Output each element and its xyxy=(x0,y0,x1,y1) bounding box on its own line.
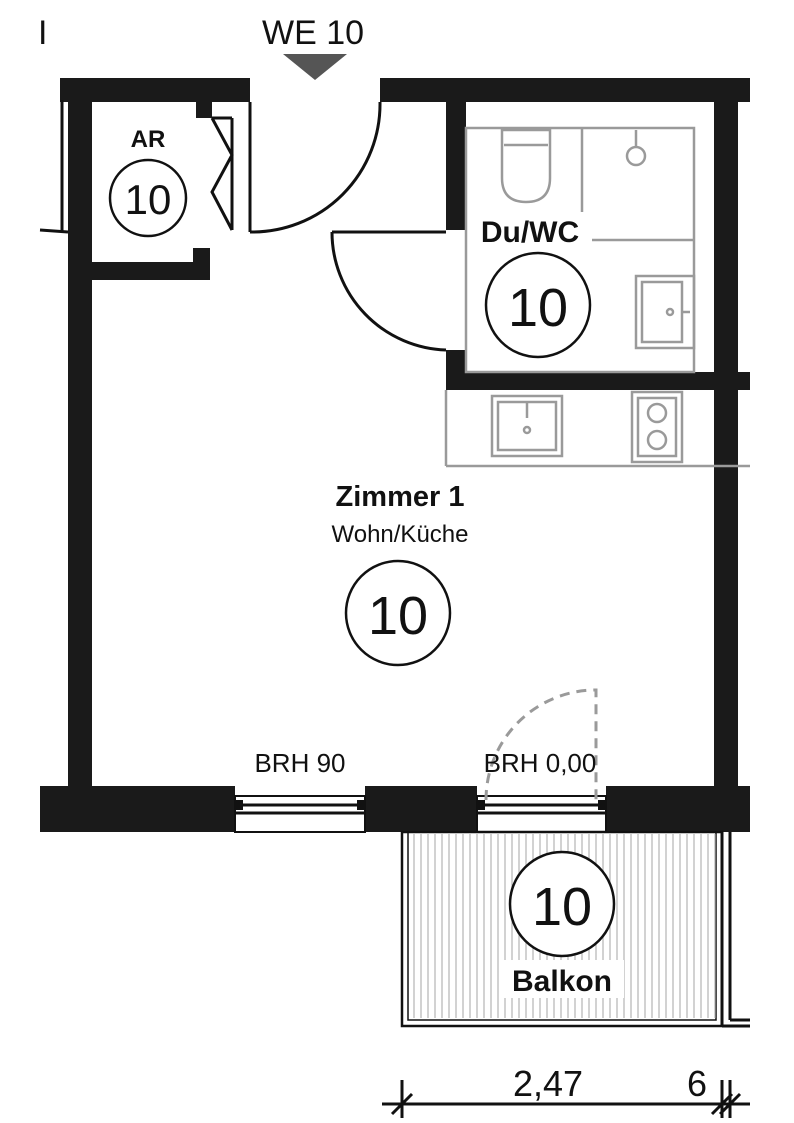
toilet-icon xyxy=(500,128,552,204)
door-swing-dashed xyxy=(484,688,598,801)
dimension-wall-label: 6 xyxy=(687,1063,707,1104)
entrance-arrow-icon xyxy=(283,54,347,80)
bath-room-badge xyxy=(484,251,592,359)
folding-door xyxy=(210,117,234,231)
wall-top-right xyxy=(380,78,750,102)
neighbour-line xyxy=(39,228,69,234)
dimension-width-label: 2,47 xyxy=(513,1063,583,1104)
door-sill-label: BRH 0,00 xyxy=(484,748,597,778)
window xyxy=(234,795,366,833)
storage-room-name: AR xyxy=(131,126,166,153)
bath-walls xyxy=(446,100,738,390)
bath-wall-left-top xyxy=(446,100,466,230)
balcony-door xyxy=(476,688,607,833)
wall-stub xyxy=(738,86,750,96)
wash-basin-icon xyxy=(634,274,696,350)
dimension-line xyxy=(382,1080,750,1118)
living-room-subtitle: Wohn/Küche xyxy=(332,521,469,548)
wall-bottom-middle xyxy=(365,786,477,832)
balcony-room-badge xyxy=(508,850,616,958)
storage-wall-post-top xyxy=(196,102,212,118)
wall-right xyxy=(714,78,738,790)
wall-left xyxy=(68,78,92,790)
living-room-number: 10 xyxy=(368,586,428,646)
section-mark: I xyxy=(38,14,47,52)
wall-stub xyxy=(738,372,750,390)
kitchen-sink-icon xyxy=(490,394,564,458)
wall-bottom-left xyxy=(40,786,235,832)
cooktop-icon xyxy=(630,390,684,464)
shower-area xyxy=(464,126,696,374)
storage-room-number: 10 xyxy=(125,176,172,223)
wall-bottom-right xyxy=(606,786,750,832)
bath-room-number: 10 xyxy=(508,278,568,338)
window-sill-label: BRH 90 xyxy=(254,748,345,778)
storage-walls xyxy=(92,102,234,280)
shower-head-icon xyxy=(625,145,647,167)
entrance-door-swing xyxy=(249,101,382,234)
kitchen xyxy=(444,390,750,468)
living-room-badge xyxy=(344,559,452,667)
walls xyxy=(39,78,750,832)
balcony-room-name: Balkon xyxy=(512,965,612,998)
living-room-name: Zimmer 1 xyxy=(336,481,465,513)
storage-room-badge xyxy=(108,158,188,238)
bath-room-name: Du/WC xyxy=(481,216,579,249)
balcony-room-number: 10 xyxy=(532,877,592,937)
unit-label: WE 10 xyxy=(262,14,364,52)
bath-wall-bottom xyxy=(446,372,738,390)
storage-wall-post xyxy=(193,248,210,280)
storage-wall-bottom xyxy=(92,262,210,280)
bath-door-swing xyxy=(330,230,447,352)
